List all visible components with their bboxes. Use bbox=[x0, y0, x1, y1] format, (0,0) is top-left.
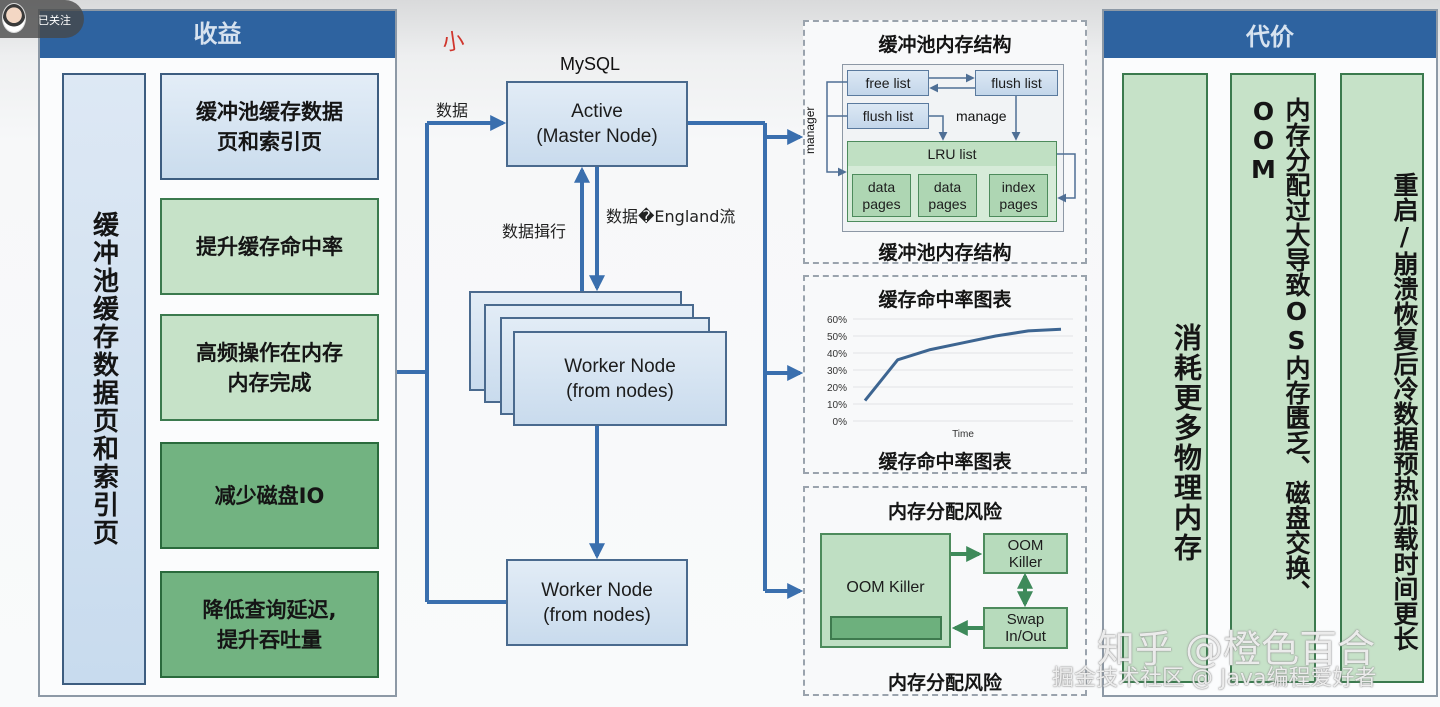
data-in-label: 数据 bbox=[436, 101, 469, 120]
up-arrow-label: 数据揖行 bbox=[502, 222, 567, 241]
down-arrow-label: 数据�England流 bbox=[606, 207, 736, 226]
oom-killer-box: OOM Killer bbox=[983, 533, 1068, 574]
page-box-index: index pages bbox=[989, 174, 1048, 217]
y-tick-label: 60% bbox=[827, 315, 847, 326]
cost-item: 重启/崩溃恢复后冷数据预热加载时间更长 bbox=[1340, 73, 1424, 683]
cost-item: 消耗更多物理内存 bbox=[1122, 73, 1208, 683]
benefits-header: 收益 bbox=[40, 11, 395, 58]
worker-single-line1: Worker Node bbox=[541, 579, 653, 601]
y-tick-label: 0% bbox=[833, 417, 848, 428]
worker-stack-line2: (from nodes) bbox=[566, 380, 674, 402]
y-tick-label: 40% bbox=[827, 349, 847, 360]
worker-node-stack[interactable]: Worker Node (from nodes) bbox=[513, 331, 727, 426]
free-list-box: free list bbox=[847, 70, 929, 96]
costs-panel: 代价 消耗更多物理内存 内存分配过大导致OS内存匮乏、磁盘交换、OOM 重启/崩… bbox=[1102, 9, 1438, 697]
juejin-watermark: 掘金技术社区 @ Java编程爱好者 bbox=[1052, 666, 1377, 691]
memory-bar bbox=[830, 616, 942, 640]
follow-badge[interactable]: 已关注 bbox=[0, 0, 84, 38]
hit-rate-title: 缓存命中率图表 bbox=[878, 289, 1012, 311]
flush-list-left-box: flush list bbox=[847, 103, 929, 129]
worker-single-line2: (from nodes) bbox=[543, 604, 651, 626]
benefit-item: 缓冲池缓存数据 页和索引页 bbox=[160, 73, 379, 180]
master-node-line2: (Master Node) bbox=[536, 126, 658, 147]
cost-item: 内存分配过大导致OS内存匮乏、磁盘交换、OOM bbox=[1230, 73, 1316, 683]
memory-risk-footer: 内存分配风险 bbox=[887, 672, 1002, 694]
benefits-panel: 收益 缓冲池缓存数据页和索引页 缓冲池缓存数据 页和索引页 提升缓存命中率 高频… bbox=[38, 9, 397, 697]
zhihu-watermark: 知乎 @橙色百合 bbox=[1097, 627, 1376, 671]
memory-risk-card: 内存分配风险 OOM Killer OOM Killer Swap In/Out… bbox=[803, 486, 1087, 696]
hit-rate-card: 缓存命中率图表 0% 10% 20% 30% 40% 50% 60% Time 缓存命中率图表 bbox=[803, 275, 1087, 474]
series-line bbox=[863, 327, 1062, 402]
flush-list-top-box: flush list bbox=[975, 70, 1058, 96]
master-node[interactable]: Active (Master Node) bbox=[506, 81, 688, 167]
y-tick-label: 30% bbox=[827, 366, 847, 377]
buffer-pool-card: 缓冲池内存结构 free list flush list flush list … bbox=[803, 20, 1087, 264]
costs-header: 代价 bbox=[1104, 11, 1436, 58]
benefit-item: 提升缓存命中率 bbox=[160, 198, 379, 295]
benefit-item: 高频操作在内存 内存完成 bbox=[160, 314, 379, 421]
y-tick-label: 50% bbox=[827, 332, 847, 343]
x-axis-label: Time bbox=[952, 429, 974, 439]
page-box-data: data pages bbox=[918, 174, 977, 217]
buffer-pool-arrows bbox=[826, 73, 1076, 203]
oom-killer-main-label: OOM Killer bbox=[846, 579, 925, 596]
benefits-side-label: 缓冲池缓存数据页和索引页 bbox=[62, 73, 146, 685]
avatar[interactable] bbox=[2, 3, 26, 33]
manage-label: manage bbox=[956, 108, 1007, 124]
page-box-data: data pages bbox=[852, 174, 911, 217]
benefit-item: 降低查询延迟, 提升吞吐量 bbox=[160, 571, 379, 678]
y-tick-label: 10% bbox=[827, 400, 847, 411]
swap-box: Swap In/Out bbox=[983, 607, 1068, 649]
memory-risk-arrows bbox=[951, 546, 1033, 636]
follow-label: 已关注 bbox=[38, 14, 71, 27]
benefit-item: 减少磁盘IO bbox=[160, 442, 379, 549]
memory-risk-title: 内存分配风险 bbox=[887, 501, 1002, 523]
buffer-pool-footer: 缓冲池内存结构 bbox=[878, 242, 1012, 264]
hit-rate-chart: 0% 10% 20% 30% 40% 50% 60% Time bbox=[827, 315, 1073, 439]
hit-rate-footer: 缓存命中率图表 bbox=[878, 451, 1012, 473]
buffer-pool-title: 缓冲池内存结构 bbox=[878, 34, 1012, 56]
mysql-title: MySQL bbox=[560, 54, 621, 74]
worker-stack-line1: Worker Node bbox=[564, 355, 676, 377]
master-node-line1: Active bbox=[571, 101, 623, 122]
worker-node-single[interactable]: Worker Node (from nodes) bbox=[506, 559, 688, 646]
y-tick-label: 20% bbox=[827, 383, 847, 394]
